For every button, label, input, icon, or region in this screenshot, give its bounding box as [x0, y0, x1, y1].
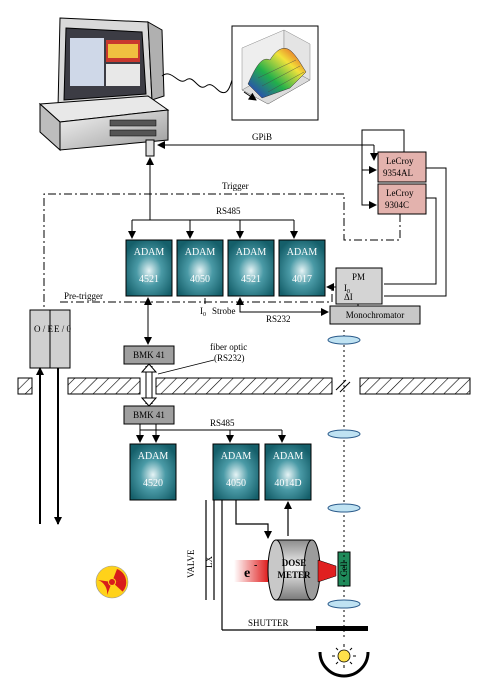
- svg-text:BMK 41: BMK 41: [133, 350, 165, 360]
- svg-text:e: e: [244, 566, 250, 581]
- svg-text:ΔI: ΔI: [344, 292, 353, 302]
- svg-text:4017: 4017: [292, 274, 312, 285]
- adam-4520: ADAM 4520: [129, 443, 177, 501]
- svg-text:ADAM: ADAM: [221, 451, 252, 462]
- adam-4521-top: ADAM 4521: [125, 239, 173, 297]
- wall-separator: [17, 377, 471, 395]
- svg-text:4050: 4050: [226, 478, 246, 489]
- svg-text:4521: 4521: [139, 274, 159, 285]
- rs485-bottom-label: RS485: [210, 418, 235, 428]
- lamp-icon: [318, 644, 370, 678]
- monochromator-box: Monochromator: [329, 305, 421, 325]
- fiber-optic-label: fiber optic: [210, 342, 247, 352]
- svg-text:9354AL: 9354AL: [383, 168, 413, 178]
- shutter-bar: [316, 626, 368, 631]
- wireless-link: [161, 67, 239, 94]
- svg-text:LeCroy: LeCroy: [386, 188, 414, 198]
- adam-4521-right: ADAM 4521: [227, 239, 275, 297]
- rs485-top-label: RS485: [216, 206, 241, 216]
- trigger-line: [43, 193, 401, 310]
- svg-text:-: -: [254, 560, 257, 571]
- svg-text:ADAM: ADAM: [138, 451, 169, 462]
- bmk41-bottom: BMK 41: [123, 405, 175, 425]
- svg-text:9304C: 9304C: [385, 200, 409, 210]
- lx-label: LX: [204, 556, 214, 568]
- trigger-label: Trigger: [222, 181, 249, 191]
- gpib-label: GPiB: [252, 132, 272, 142]
- adam-4050-top: ADAM 4050: [176, 239, 224, 297]
- svg-text:ADAM: ADAM: [287, 247, 318, 258]
- adam-4050-bottom: ADAM 4050: [212, 443, 260, 501]
- svg-text:ADAM: ADAM: [236, 247, 267, 258]
- svg-text:Cell: Cell: [339, 561, 349, 576]
- pretrigger-label: Pre-trigger: [64, 291, 103, 301]
- svg-text:I: I: [344, 283, 347, 293]
- svg-text:E / 0: E / 0: [54, 324, 71, 334]
- bmk41-top: BMK 41: [123, 345, 175, 365]
- lecroy-9354al: [377, 151, 427, 183]
- adam-4017: ADAM 4017: [278, 239, 326, 297]
- rs232-label: RS232: [266, 314, 291, 324]
- fiber-optic-link: [140, 363, 158, 407]
- pretrigger-line: [60, 290, 333, 303]
- lens-1: [327, 335, 361, 345]
- strobe-label: Strobe: [212, 306, 236, 316]
- lens-2: [327, 429, 361, 439]
- adam-4014d: ADAM 4014D: [264, 443, 312, 501]
- svg-text:ADAM: ADAM: [185, 247, 216, 258]
- svg-text:4014D: 4014D: [274, 478, 301, 489]
- lecroy-9304c: [377, 183, 427, 215]
- lecroy-oscilloscopes: LeCroy 9354AL LeCroy 9304C: [377, 151, 427, 215]
- computer-icon: [38, 17, 170, 157]
- svg-text:ADAM: ADAM: [273, 451, 304, 462]
- electron-beam: e -: [234, 560, 268, 582]
- valve-label: VALVE: [186, 549, 196, 578]
- svg-text:0: 0: [347, 289, 350, 295]
- i0-label: I: [200, 306, 203, 316]
- svg-text:ADAM: ADAM: [134, 247, 165, 258]
- svg-text:DOSE: DOSE: [282, 558, 307, 568]
- photomultiplier-box: PM I 0 ΔI: [335, 267, 383, 305]
- svg-text:Monochromator: Monochromator: [346, 310, 405, 320]
- radiation-icon: [95, 565, 129, 599]
- svg-text:O / E: O / E: [34, 324, 54, 334]
- lens-4: [327, 599, 361, 609]
- svg-text:4520: 4520: [143, 478, 163, 489]
- shutter-label: SHUTTER: [248, 618, 289, 628]
- svg-text:4521: 4521: [241, 274, 261, 285]
- surface-plot-icon: [231, 25, 319, 121]
- svg-text:LeCroy: LeCroy: [386, 156, 414, 166]
- svg-text:METER: METER: [277, 570, 311, 580]
- dose-meter: DOSE METER: [267, 539, 321, 601]
- svg-text:PM: PM: [352, 272, 365, 282]
- fiber-optic-sub-label: (RS232): [214, 353, 245, 363]
- svg-text:4050: 4050: [190, 274, 210, 285]
- svg-text:BMK 41: BMK 41: [133, 410, 165, 420]
- lens-3: [327, 503, 361, 513]
- svg-text:0: 0: [203, 312, 206, 318]
- beam-output: [317, 559, 337, 583]
- oe-converter: O / E E / 0: [29, 309, 71, 369]
